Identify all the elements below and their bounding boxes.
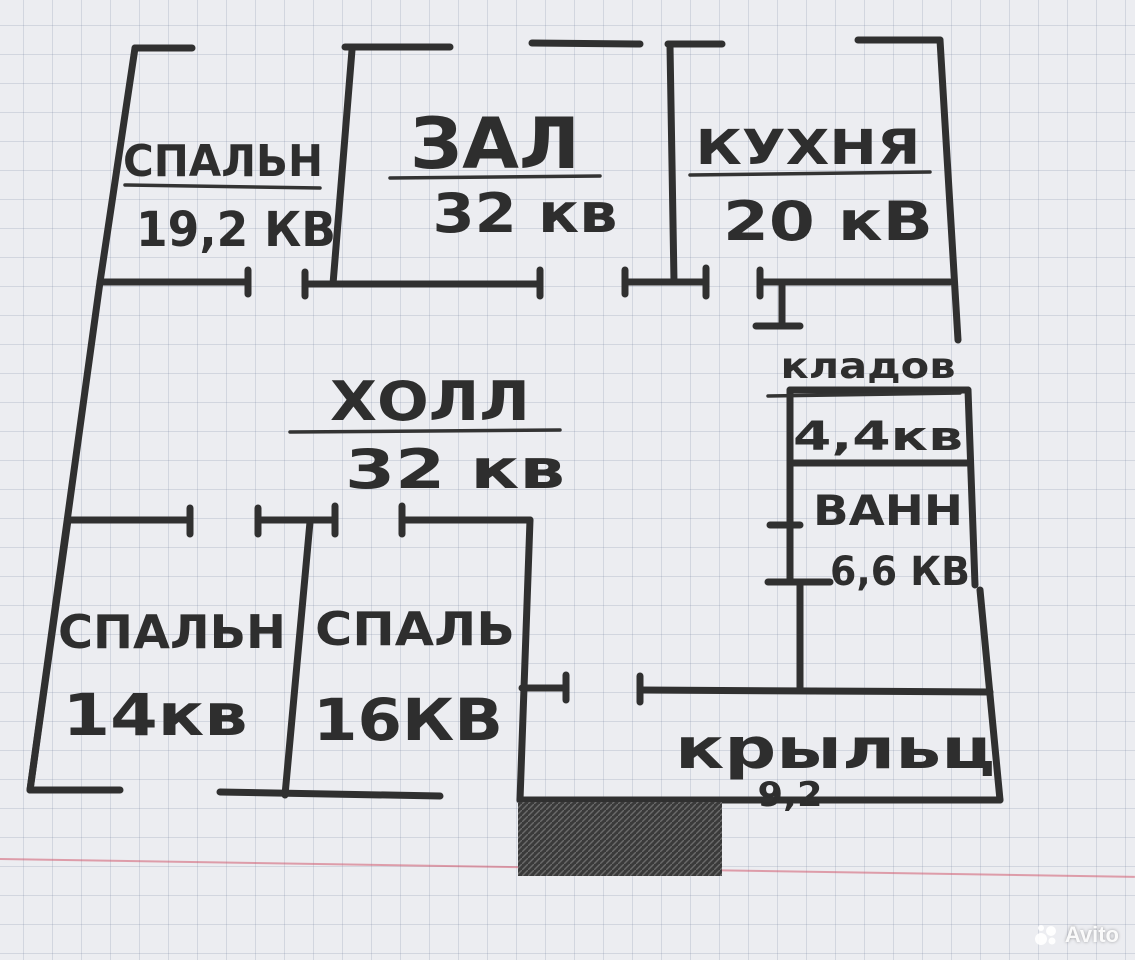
room-area: 20 кВ xyxy=(723,190,933,253)
label-underlines xyxy=(123,170,962,434)
room-pantry: кладов 4,4кв xyxy=(781,346,964,460)
room-name: СПАЛЬН xyxy=(123,136,323,187)
watermark-text: Avito xyxy=(1064,922,1119,947)
room-bedroom-left: СПАЛЬН 14кв xyxy=(58,605,286,749)
room-porch: крыльц 9,2 xyxy=(675,717,995,815)
room-area: 16КВ xyxy=(313,686,503,754)
room-area: 19,2 КВ xyxy=(136,202,336,258)
room-area: 32 кв xyxy=(433,182,618,245)
entrance-step-hatch xyxy=(518,802,722,876)
room-area: 9,2 xyxy=(758,775,823,815)
avito-watermark: Avito xyxy=(1033,922,1119,948)
room-bedroom-top: СПАЛЬН 19,2 КВ xyxy=(123,136,336,258)
room-name: крыльц xyxy=(675,717,995,782)
room-area: 14кв xyxy=(63,681,248,749)
room-area: 4,4кв xyxy=(793,414,963,460)
floor-plan-walls xyxy=(26,36,1004,804)
room-name: СПАЛЬ xyxy=(315,602,515,656)
room-hall-main: ЗАЛ 32 кв xyxy=(410,103,618,245)
avito-logo-icon xyxy=(1034,925,1056,945)
room-name: ХОЛЛ xyxy=(330,370,530,433)
room-area: 32 кв xyxy=(345,438,565,501)
room-kitchen: КУХНЯ 20 кВ xyxy=(696,120,934,253)
room-name: ЗАЛ xyxy=(410,103,580,185)
room-name: ВАНН xyxy=(813,486,963,535)
room-name: кладов xyxy=(781,346,956,387)
room-bathroom: ВАНН 6,6 КВ xyxy=(813,486,970,595)
room-area: 6,6 КВ xyxy=(830,549,970,595)
room-corridor: ХОЛЛ 32 кв xyxy=(330,370,565,501)
room-name: КУХНЯ xyxy=(696,120,921,176)
room-name: СПАЛЬН xyxy=(58,605,286,659)
room-bedroom-mid: СПАЛЬ 16КВ xyxy=(313,602,515,754)
